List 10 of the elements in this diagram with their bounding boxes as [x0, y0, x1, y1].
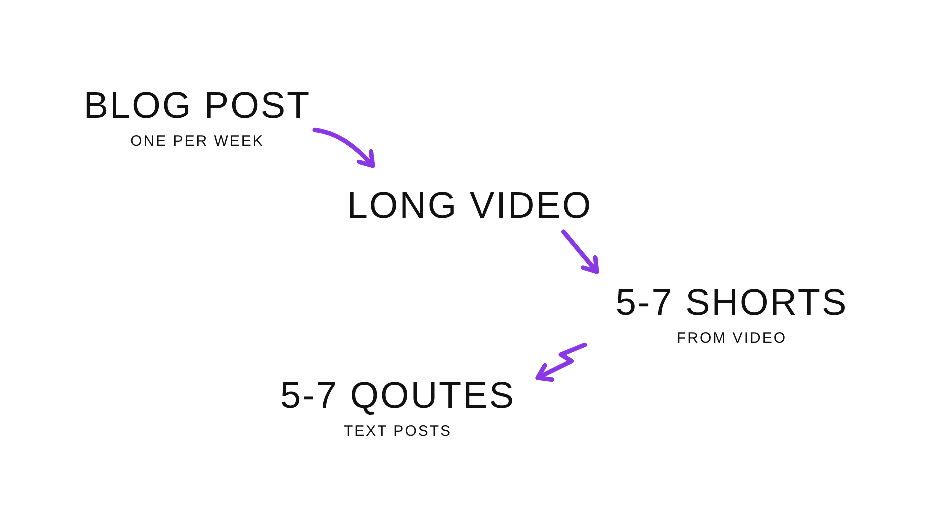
- step-title: 5-7 QOUTES: [280, 377, 516, 414]
- step-subtitle: ONE PER WEEK: [130, 134, 264, 149]
- step-title: BLOG POST: [84, 87, 312, 124]
- arrow: [536, 342, 588, 382]
- step-title: 5-7 SHORTS: [616, 284, 848, 321]
- step-subtitle: TEXT POSTS: [344, 424, 452, 439]
- arrow: [562, 230, 600, 274]
- arrow: [312, 128, 376, 168]
- step-title: LONG VIDEO: [347, 187, 593, 224]
- step-subtitle: FROM VIDEO: [676, 331, 787, 346]
